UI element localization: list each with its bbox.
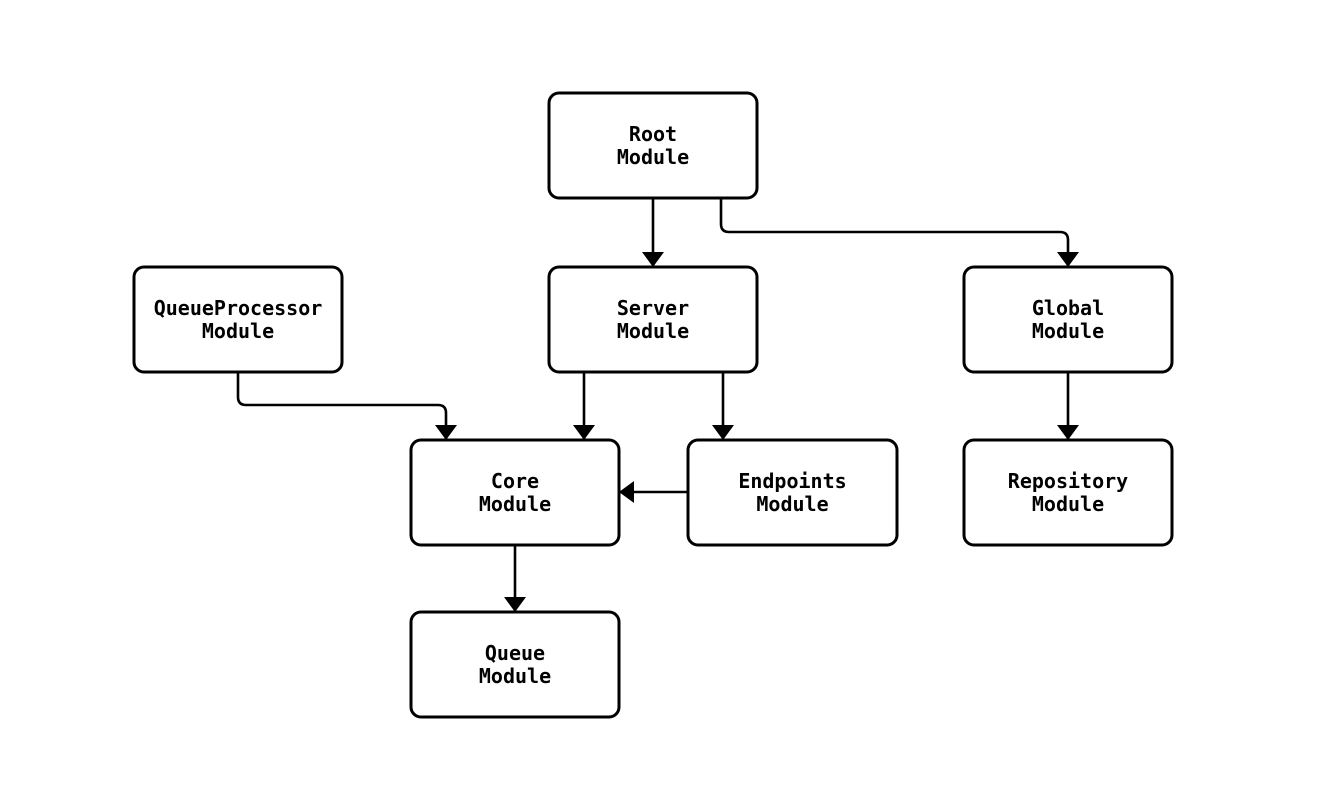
edge-root-to-global [719,198,1079,267]
node-queue-box [409,610,621,719]
node-repository-box [962,438,1174,547]
node-queueprocessor-box [132,265,344,374]
node-server-box [547,265,759,374]
edge-queueprocessor-to-core [236,372,457,440]
node-root-box [547,91,759,200]
node-global-box [962,265,1174,374]
node-core-box [409,438,621,547]
node-endpoints-box [686,438,899,547]
